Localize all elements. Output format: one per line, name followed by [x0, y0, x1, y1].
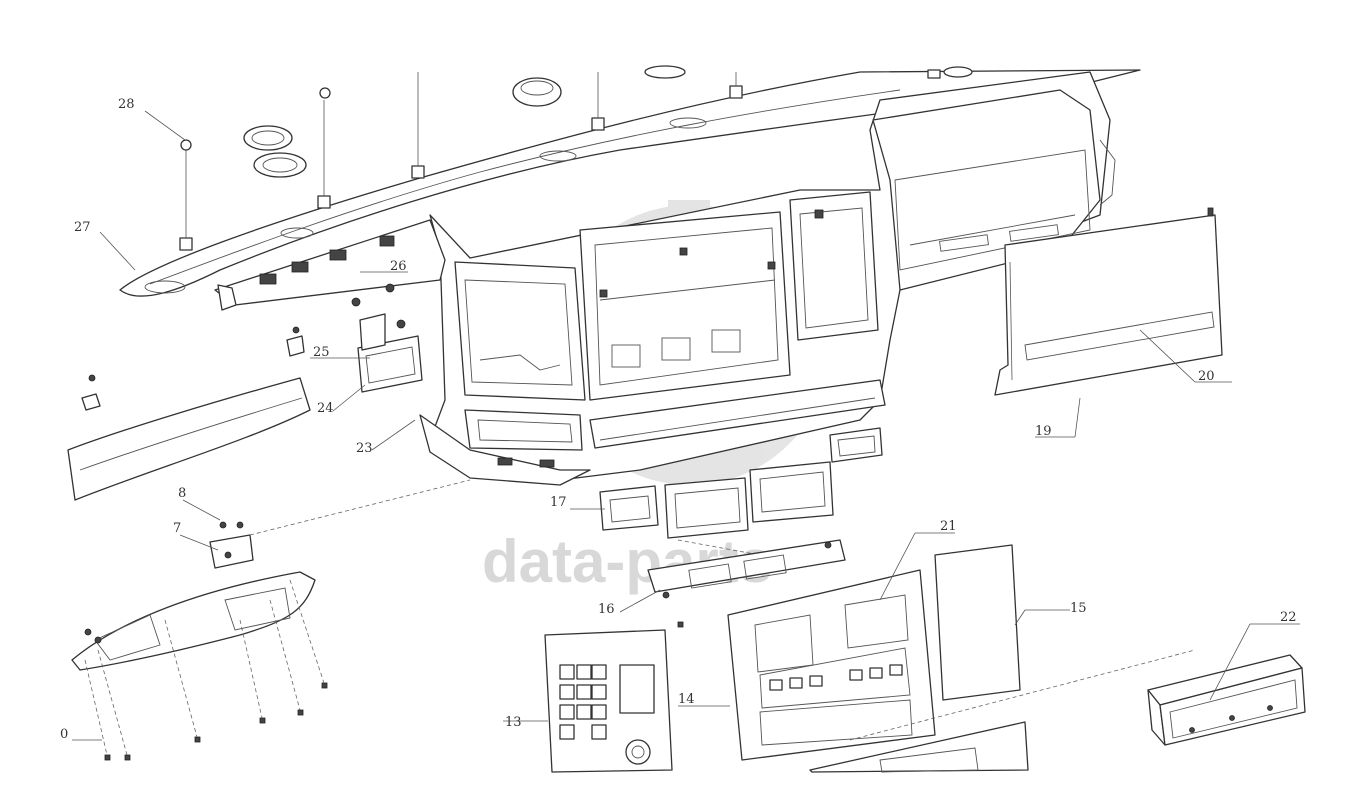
callout-label: 27 — [74, 220, 91, 235]
blank-panel-part-15 — [934, 544, 1021, 701]
bracket-part-25 — [286, 283, 423, 393]
callout-label: 20 — [1198, 369, 1215, 384]
callout-label: 25 — [313, 345, 330, 360]
switch-strip-part-16 — [647, 539, 846, 628]
callout-label: 13 — [505, 715, 522, 730]
glovebox-lid-part-19 — [994, 207, 1223, 396]
callout-label: 24 — [317, 401, 334, 416]
center-stack-frame — [579, 191, 879, 401]
switch-panel-part-13 — [544, 629, 673, 773]
center-panel-part-14 — [727, 569, 936, 761]
lower-left-dash-panel — [71, 479, 471, 761]
callout-label: 16 — [598, 602, 615, 617]
central-air-vents — [599, 427, 883, 556]
bottom-trim-pieces — [809, 649, 1196, 773]
callout-label: 14 — [678, 692, 695, 707]
left-dash-fragments — [214, 219, 446, 311]
instrument-cluster-frame — [454, 261, 586, 401]
callout-label: 7 — [173, 521, 181, 536]
callout-label: 26 — [390, 259, 407, 274]
callout-labels: 28 27 26 25 24 23 8 7 0 17 16 21 15 14 1… — [60, 97, 1300, 742]
storage-tray-part-22 — [1147, 654, 1306, 746]
callout-label: 22 — [1280, 610, 1297, 625]
callout-label: 19 — [1035, 424, 1052, 439]
callout-label: 28 — [118, 97, 135, 112]
callout-label: 8 — [178, 486, 186, 501]
left-trim-panel — [67, 374, 311, 501]
callout-label: 15 — [1070, 601, 1087, 616]
lower-console-strips — [419, 379, 886, 486]
callout-label: 23 — [356, 441, 373, 456]
callout-label: 17 — [550, 495, 567, 510]
callout-label: 0 — [60, 727, 68, 742]
callout-label: 21 — [940, 519, 957, 534]
round-vent-caps — [180, 65, 973, 178]
